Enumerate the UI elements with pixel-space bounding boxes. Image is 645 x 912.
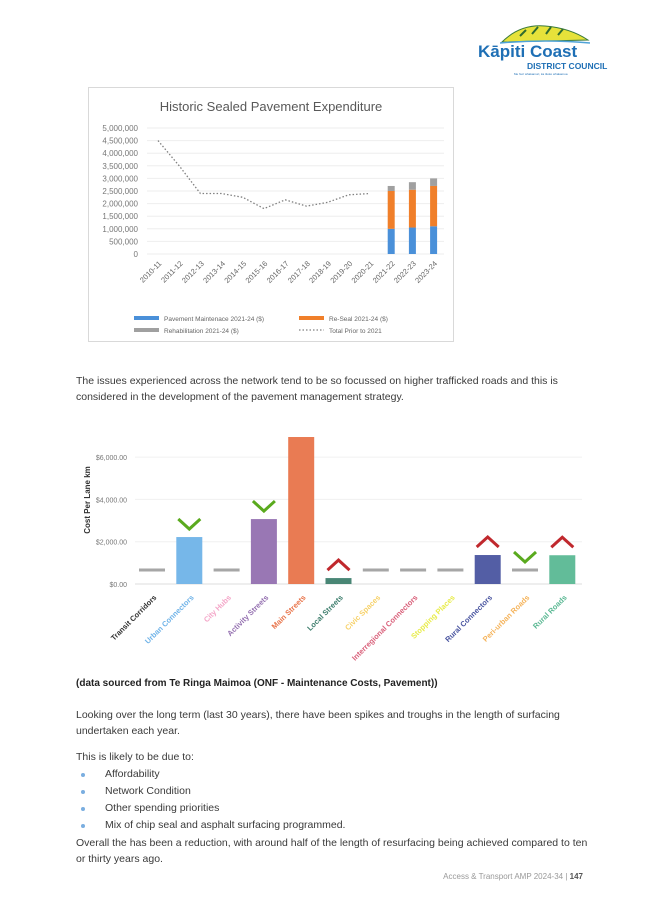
y-tick-label: 1,500,000 [102, 212, 138, 221]
paragraph-likely-due: This is likely to be due to: [76, 751, 194, 763]
y-tick-label: 4,000,000 [102, 149, 138, 158]
x-tick-label: 2023-24 [413, 259, 439, 285]
bar-2 [408, 182, 416, 190]
page-number: 147 [569, 872, 583, 881]
y-tick-label: $2,000.00 [96, 540, 127, 547]
check-icon [177, 517, 202, 532]
x-tick-label: 2022-23 [392, 259, 418, 285]
x-tick-label: 2012-13 [180, 259, 206, 285]
x-tick-label: 2015-16 [244, 259, 270, 285]
x-tick-label: Rural Roads [531, 593, 569, 631]
chart-title: Historic Sealed Pavement Expenditure [160, 99, 383, 114]
x-tick-label: 2020-21 [350, 259, 376, 285]
x-tick-label: 2017-18 [286, 259, 312, 285]
bar-1 [387, 191, 395, 229]
y-tick-label: 2,500,000 [102, 187, 138, 196]
y-tick-label: 3,000,000 [102, 174, 138, 183]
reasons-list: Affordability Network Condition Other sp… [76, 766, 345, 834]
x-tick-label: 2018-19 [307, 259, 333, 285]
list-item-text: Network Condition [105, 785, 191, 797]
x-tick-label: Civic Spaces [343, 593, 382, 632]
bullet-icon [81, 790, 85, 794]
check-icon [251, 499, 276, 514]
legend-label: Rehabilitation 2021-24 ($) [164, 328, 239, 335]
caret-up-icon [550, 535, 575, 549]
y-tick-label: 5,000,000 [102, 124, 138, 133]
y-tick-label: 500,000 [109, 237, 138, 246]
list-item: Other spending priorities [76, 800, 345, 817]
y-tick-label: 1,000,000 [102, 225, 138, 234]
bar-rural-connectors [474, 555, 501, 584]
x-tick-label: 2016-17 [265, 259, 291, 285]
y-tick-label: 4,500,000 [102, 137, 138, 146]
x-tick-label: 2021-22 [371, 259, 397, 285]
footer-separator: | [565, 872, 568, 881]
bar-activity-streets [250, 519, 277, 584]
x-tick-label: 2010-11 [138, 259, 163, 284]
hill-logo-icon [500, 25, 590, 44]
list-item-text: Mix of chip seal and asphalt surfacing p… [105, 819, 346, 831]
cost-per-lane-chart: Cost Per Lane km $0.00 $2,000.00 $4,000.00 $… [83, 437, 582, 662]
footer-doc-title: Access & Transport AMP 2024-34 [443, 872, 564, 881]
y-tick-label: $6,000.00 [96, 455, 127, 462]
legend-label: Total Prior to 2021 [329, 328, 382, 335]
caret-up-icon [475, 534, 500, 549]
data-source-note: (data sourced from Te Ringa Maimoa (ONF … [76, 678, 438, 689]
bar-0 [430, 226, 438, 254]
bar-urban-connectors [176, 537, 203, 584]
list-item: Mix of chip seal and asphalt surfacing p… [76, 817, 345, 834]
bar-1 [408, 189, 416, 228]
total-prior-line [157, 140, 371, 210]
x-tick-label: Interregional Connectors [350, 593, 419, 662]
bullet-icon [81, 773, 85, 777]
list-item: Network Condition [76, 783, 345, 800]
bar-2 [387, 185, 395, 191]
y-tick-label: $0.00 [109, 582, 127, 589]
y-axis-title: Cost Per Lane km [83, 466, 92, 534]
logo-tagline: Me huri whakamuri, ka titoko whakamua [514, 72, 568, 76]
paragraph-long-term: Looking over the long term (last 30 year… [76, 709, 560, 737]
x-tick-label: City Hubs [202, 593, 233, 624]
bullet-icon [81, 807, 85, 811]
page-footer: Access & Transport AMP 2024-34 | 147 [443, 872, 583, 881]
council-logo: Kāpiti Coast DISTRICT COUNCIL Me huri wh… [470, 22, 620, 80]
x-tick-label: Main Streets [270, 593, 308, 631]
paragraph-overall: Overall the has been a reduction, with a… [76, 837, 588, 865]
y-tick-label: $4,000.00 [96, 497, 127, 504]
logo-name: Kāpiti Coast [478, 42, 578, 61]
list-item: Affordability [76, 766, 345, 783]
bar-local-streets [325, 578, 352, 584]
logo-subtitle: DISTRICT COUNCIL [527, 61, 608, 71]
bar-main-streets [288, 437, 315, 584]
list-item-text: Affordability [105, 768, 160, 780]
legend-label: Pavement Maintenace 2021-24 ($) [164, 316, 264, 323]
x-tick-label: 2014-15 [222, 259, 248, 285]
legend-swatch [134, 328, 159, 332]
x-tick-label: 2019-20 [328, 259, 354, 285]
check-icon [512, 550, 538, 565]
bullet-icon [81, 824, 85, 828]
paragraph-network-issues: The issues experienced across the networ… [76, 375, 558, 403]
bar-0 [408, 227, 416, 254]
legend-label: Re-Seal 2021-24 ($) [329, 316, 388, 323]
expenditure-chart: Historic Sealed Pavement Expenditure 0 500… [88, 87, 454, 342]
bar-0 [387, 228, 395, 254]
y-tick-label: 0 [134, 250, 139, 259]
legend-swatch [134, 316, 159, 320]
list-item-text: Other spending priorities [105, 802, 220, 814]
y-tick-label: 3,500,000 [102, 162, 138, 171]
caret-up-icon [326, 558, 351, 572]
x-tick-label: 2013-14 [201, 259, 227, 285]
bar-rural-roads [549, 555, 576, 584]
expenditure-chart-svg: Historic Sealed Pavement Expenditure 0 500… [102, 99, 444, 335]
y-tick-label: 2,000,000 [102, 200, 138, 209]
legend-swatch [299, 316, 324, 320]
bar-1 [430, 185, 438, 227]
x-tick-label: Local Streets [305, 593, 345, 633]
bar-2 [430, 178, 438, 186]
